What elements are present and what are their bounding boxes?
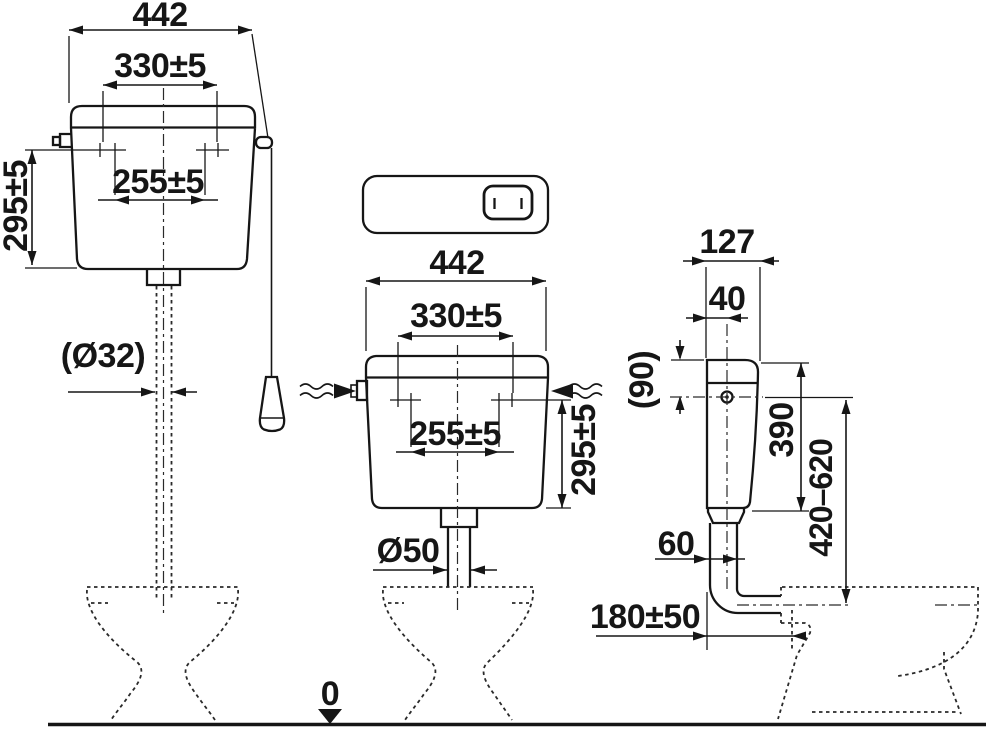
inlet-stub <box>58 132 71 149</box>
dim-right-pipe-offset: 60 <box>657 525 695 563</box>
supply-wave-left2 <box>299 392 334 399</box>
supply-wave-left <box>299 383 334 390</box>
dim-left-holes-inner: 255±5 <box>112 163 204 201</box>
dim-mid-overall-width: 442 <box>429 244 485 282</box>
dim-mid-height: 295±5 <box>565 404 603 496</box>
arrowheads <box>27 25 252 397</box>
dim-mid-holes-outer: 330±5 <box>410 297 502 335</box>
dim-mid-outlet-diameter: Ø50 <box>376 532 440 570</box>
dim-left-height: 295±5 <box>0 160 35 252</box>
dim-left-holes-outer: 330±5 <box>114 47 206 85</box>
dim-mid-holes-inner: 255±5 <box>409 415 501 453</box>
dim-right-body-height: 390 <box>763 402 801 458</box>
toilet-bowl-outline <box>86 586 239 721</box>
dim-mid-floor-datum: 0 <box>320 675 340 713</box>
flush-bend-inner <box>735 523 781 598</box>
side-view-figure <box>596 256 979 720</box>
dim-right-flush-bend-range: 420–620 <box>803 439 839 557</box>
toilet-bowl-side-outline <box>777 586 979 720</box>
supply-arrow-left <box>334 383 356 399</box>
flush-button <box>482 184 534 221</box>
toilet-bowl-outline <box>382 586 534 721</box>
floor-datum-triangle <box>318 709 342 724</box>
chain-handle <box>258 375 286 433</box>
lid-top-view <box>361 174 550 235</box>
dim-right-wall-to-bowl: 180±50 <box>589 598 701 636</box>
low-level-cistern-figure <box>299 174 603 724</box>
cistern-outlet-stub <box>145 269 182 287</box>
flush-bend-outer <box>708 523 781 615</box>
dim-right-hole-offset: 40 <box>708 280 746 318</box>
flush-lever <box>254 135 274 150</box>
supply-arrow-right <box>551 383 573 399</box>
dim-left-overall-width: 442 <box>132 0 188 34</box>
arrowheads <box>366 276 567 575</box>
cistern-outlet-stub <box>439 508 479 529</box>
cistern-body-outline <box>69 127 257 271</box>
dim-right-hole-height: (90) <box>623 350 661 410</box>
dim-right-depth: 127 <box>699 223 755 261</box>
high-level-cistern-figure <box>25 25 286 721</box>
cistern-outlet-stub <box>706 508 746 525</box>
supply-wave-right2 <box>568 392 603 399</box>
inlet-stub-tip <box>51 135 62 147</box>
supply-wave-right <box>568 383 603 390</box>
cistern-side-outline <box>705 358 760 510</box>
arrowheads <box>675 256 851 641</box>
dim-left-pipe-diameter: (Ø32) <box>60 337 146 375</box>
